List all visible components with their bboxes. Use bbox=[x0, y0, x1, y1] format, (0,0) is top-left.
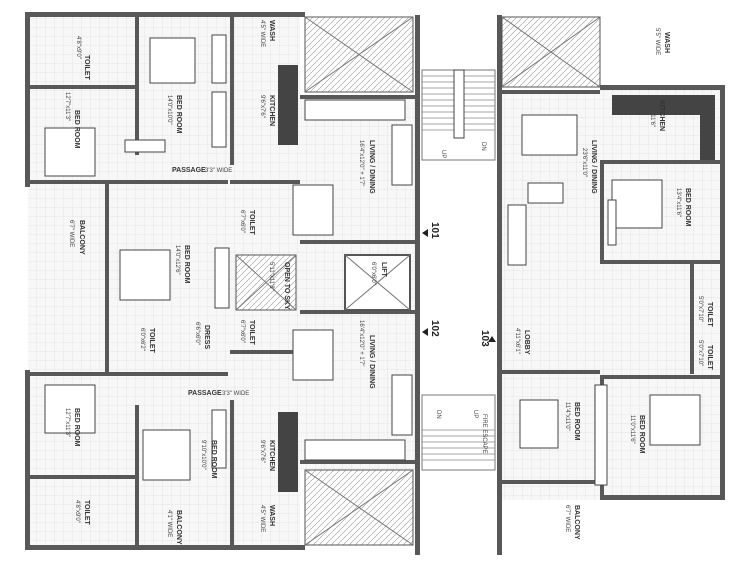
wash-r-name: WASH bbox=[663, 32, 670, 53]
passage-t-dim: 3'3" WIDE bbox=[205, 168, 232, 174]
bed-bc-name: BED ROOM bbox=[210, 440, 217, 479]
kitchen-counter-icon bbox=[278, 65, 715, 492]
lift-shaft bbox=[344, 254, 411, 311]
lobby-name: LOBBY bbox=[523, 330, 530, 355]
toilet-101-dim: 6'7"x6'0" bbox=[239, 210, 245, 233]
balcony-r-dim: 6'7" WIDE bbox=[564, 505, 570, 532]
fire-escape-label: FIRE ESCAPE bbox=[481, 414, 487, 454]
open-sky-name: OPEN TO SKY bbox=[283, 262, 290, 310]
wash-r-dim: 5'5" WIDE bbox=[654, 28, 660, 55]
passage-b-name: PASSAGE bbox=[188, 390, 222, 397]
bed-bl-name: BED ROOM bbox=[73, 408, 80, 447]
bed-tc-name: BED ROOM bbox=[175, 95, 182, 134]
living-103-dim: 23'6"x11'0" bbox=[581, 148, 587, 177]
toilet-r1-name: TOILET bbox=[706, 302, 713, 327]
kitchen-r-name: KITCHEN bbox=[658, 100, 665, 131]
unit-102-label: 102 bbox=[429, 320, 440, 337]
bed-r3-name: BED ROOM bbox=[638, 415, 645, 454]
bed-r1-dim: 13'4"x11'6" bbox=[675, 188, 681, 217]
lift-name: LIFT bbox=[380, 262, 387, 277]
staircase-lower: DN UP FIRE ESCAPE bbox=[421, 394, 496, 471]
stair-dn-label: DN bbox=[480, 142, 486, 151]
wash-b-dim: 4'5" WIDE bbox=[259, 505, 265, 532]
lift-dim: 6'0"x6'0" bbox=[370, 262, 376, 285]
arrow-icon bbox=[422, 328, 428, 336]
living-101-name: LIVING / DINING bbox=[368, 140, 375, 194]
stair-up2-label: UP bbox=[472, 410, 478, 418]
wash-b-name: WASH bbox=[268, 505, 275, 526]
bed-r2-name: BED ROOM bbox=[573, 402, 580, 441]
balcony-b-name: BALCONY bbox=[175, 510, 182, 545]
wash-t-dim: 4'5" WIDE bbox=[259, 20, 265, 47]
unit-103-label: 103 bbox=[479, 330, 490, 347]
arrow-icon bbox=[422, 229, 428, 237]
living-101-dim: 16'4"x12'0" + 1'7" bbox=[358, 140, 364, 186]
staircase-upper: UP DN bbox=[421, 69, 496, 161]
bed-r2-dim: 11'4"x11'0" bbox=[564, 402, 570, 431]
wardrobe-icon bbox=[124, 34, 617, 486]
balcony-l-dim: 6'7" WIDE bbox=[68, 220, 74, 247]
bed-bc-dim: 9'10"x10'0" bbox=[200, 440, 206, 470]
bed-icon bbox=[44, 37, 701, 481]
outer-walls bbox=[25, 12, 725, 555]
toilet-bl-name: TOILET bbox=[83, 500, 90, 525]
kitchen-t-dim: 9'6"x7'6" bbox=[259, 95, 265, 118]
toilet-r2-name: TOILET bbox=[706, 345, 713, 370]
sofa-icon bbox=[304, 99, 564, 461]
balcony-r-name: BALCONY bbox=[573, 505, 580, 540]
passage-b-dim: 3'3" WIDE bbox=[222, 391, 249, 397]
kitchen-b-name: KITCHEN bbox=[268, 440, 275, 471]
toilet-tl-name: TOILET bbox=[83, 55, 90, 80]
toilet-102-name: TOILET bbox=[248, 320, 255, 345]
kitchen-b-dim: 9'6"x7'6" bbox=[259, 440, 265, 463]
dress-dim: 6'6"x6'0" bbox=[194, 322, 200, 345]
shaft-bottom-left bbox=[304, 469, 414, 546]
stair-up-label: UP bbox=[440, 150, 446, 158]
living-103-name: LIVING / DINING bbox=[590, 140, 597, 194]
living-102-name: LIVING / DINING bbox=[368, 335, 375, 389]
toilet-bl-dim: 4'8"x9'0" bbox=[74, 500, 80, 523]
open-to-sky-shaft bbox=[235, 254, 297, 311]
open-sky-dim: 5'11"x11'8" bbox=[268, 262, 274, 291]
passage-t-name: PASSAGE bbox=[172, 167, 206, 174]
arrow-icon bbox=[488, 336, 496, 342]
wash-t-name: WASH bbox=[268, 20, 275, 41]
kitchen-r-dim: 10'0"x11'6" bbox=[649, 98, 655, 127]
bed-ml-dim: 14'0"x12'6" bbox=[174, 245, 180, 275]
stair-dn2-label: DN bbox=[435, 410, 441, 419]
toilet-r2-dim: 5'0"x7'10" bbox=[697, 340, 703, 366]
bed-bl-dim: 12'7"x11'3" bbox=[64, 408, 70, 437]
toilet-102-dim: 6'7"x6'0" bbox=[239, 320, 245, 343]
dress-name: DRESS bbox=[203, 325, 210, 349]
dining-table-icon bbox=[292, 114, 578, 381]
bed-r1-name: BED ROOM bbox=[684, 188, 691, 227]
bed-r3-dim: 11'0"x11'6" bbox=[629, 415, 635, 444]
toilet-101-name: TOILET bbox=[248, 210, 255, 235]
interior-walls bbox=[28, 15, 720, 545]
bed-tc-dim: 14'0"x10'0" bbox=[166, 95, 172, 125]
lobby-dim: 4'11"x6'1" bbox=[514, 328, 520, 354]
toilet-ml-name: TOILET bbox=[148, 328, 155, 353]
toilet-r1-dim: 5'0"x7'10" bbox=[697, 296, 703, 322]
room-labels: TOILET 4'8"x9'0" BED ROOM 12'7"x11'3" BE… bbox=[64, 20, 713, 545]
bed-tl-name: BED ROOM bbox=[73, 110, 80, 149]
kitchen-t-name: KITCHEN bbox=[268, 95, 275, 126]
shaft-top-right bbox=[501, 16, 601, 88]
toilet-tl-dim: 4'8"x9'0" bbox=[75, 36, 81, 59]
bed-tl-dim: 12'7"x11'3" bbox=[64, 92, 70, 121]
unit-101-label: 101 bbox=[429, 222, 440, 239]
toilet-ml-dim: 6'0"x6'2" bbox=[139, 328, 145, 351]
balcony-l-name: BALCONY bbox=[78, 220, 85, 255]
bed-ml-name: BED ROOM bbox=[183, 245, 190, 284]
shaft-top-left bbox=[304, 16, 414, 93]
living-102-dim: 16'4"x12'0" + 1'7" bbox=[358, 320, 364, 366]
balcony-b-dim: 4'1" WIDE bbox=[166, 510, 172, 537]
